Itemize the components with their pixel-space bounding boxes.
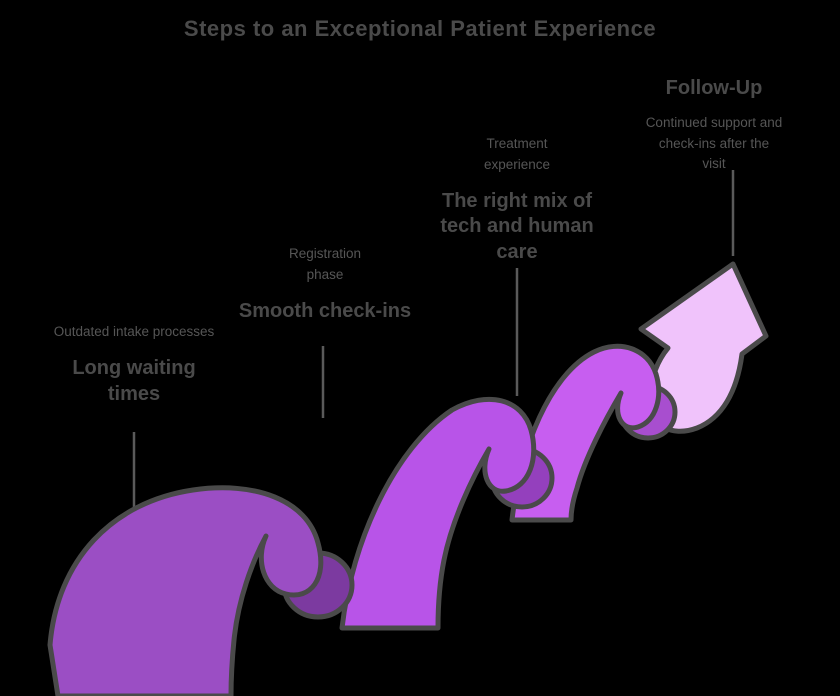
stage-label-3: Treatment experience The right mix of te… [418, 134, 616, 266]
stage-2-caption: Registration phase [228, 244, 422, 286]
stage-2-title: Smooth check-ins [228, 299, 422, 325]
stage-3-title-line: care [496, 241, 538, 264]
stage-label-4: Follow-Up Continued support and check-in… [614, 76, 814, 175]
stage-2-caption-line: Registration [288, 246, 362, 261]
stage-2-caption-line: phase [306, 266, 344, 282]
stage-4-caption-line: visit [702, 156, 726, 172]
stage-3-title: The right mix of tech and human care [418, 189, 616, 266]
stage-2-title-line: Smooth check-ins [238, 299, 412, 322]
stage-3-title-line: tech and human [440, 215, 594, 238]
stage-4-caption-line: check-ins after the [658, 135, 770, 151]
stage-3-title-line: The right mix of [442, 189, 592, 212]
wave-1 [47, 485, 324, 696]
stage-4-title-line: Follow-Up [665, 77, 763, 99]
diagram-title: Steps to an Exceptional Patient Experien… [183, 16, 657, 41]
stage-3-caption-line: experience [483, 156, 551, 172]
stage-3-caption-line: Treatment [486, 136, 548, 151]
stage-4-caption: Continued support and check-ins after th… [614, 113, 814, 176]
stage-1-title-line: times [107, 382, 161, 405]
stage-1-title: Long waiting times [28, 356, 240, 407]
stage-3-caption: Treatment experience [418, 134, 616, 176]
connector-lines [132, 170, 735, 520]
wave-2 [339, 396, 537, 631]
stage-1-caption-line: Outdated intake processes [53, 324, 215, 339]
stage-4-caption-line: Continued support and [645, 114, 783, 130]
stage-label-1: Outdated intake processes Long waiting t… [28, 322, 240, 407]
stage-label-2: Registration phase Smooth check-ins [228, 244, 422, 324]
stage-4-title: Follow-Up [614, 76, 814, 102]
stage-1-title-line: Long waiting [72, 356, 196, 379]
stage-1-caption: Outdated intake processes [28, 322, 240, 343]
